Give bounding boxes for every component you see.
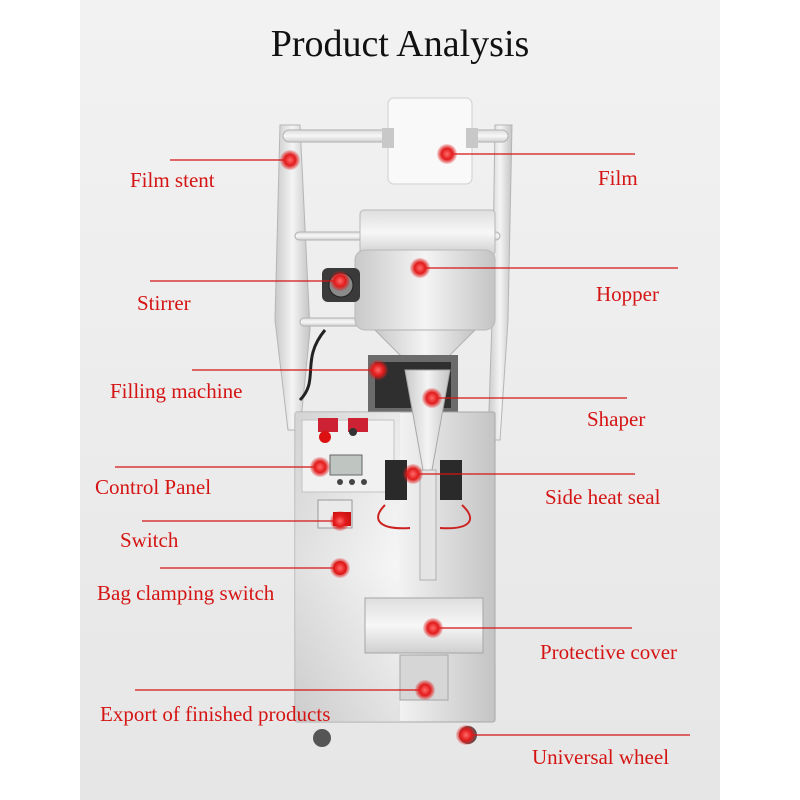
marker-bag-clamping-switch	[330, 558, 350, 578]
marker-dots	[280, 144, 476, 745]
marker-hopper	[410, 258, 430, 278]
label-protective-cover: Protective cover	[540, 640, 678, 664]
page-title: Product Analysis	[270, 23, 530, 65]
hopper-body	[354, 209, 496, 366]
label-stirrer: Stirrer	[137, 291, 191, 315]
label-shaper: Shaper	[587, 407, 646, 431]
label-bag-clamping-switch: Bag clamping switch	[97, 581, 275, 605]
leader-lines	[115, 153, 690, 736]
marker-protective-cover	[423, 618, 443, 638]
label-filling-machine: Filling machine	[110, 379, 243, 403]
marker-switch	[330, 511, 350, 531]
label-control-panel: Control Panel	[95, 475, 212, 499]
film-roll	[382, 97, 478, 185]
side-heat-seal-unit	[377, 460, 472, 530]
marker-export	[415, 680, 435, 700]
label-export: Export of finished products	[100, 702, 331, 726]
wheels	[313, 726, 477, 747]
label-film: Film	[598, 166, 638, 190]
marker-shaper	[422, 388, 442, 408]
marker-stirrer	[330, 271, 350, 291]
marker-filling-machine	[368, 360, 388, 380]
marker-film	[437, 144, 457, 164]
control-panel-box	[301, 418, 395, 493]
marker-film-stent	[280, 150, 300, 170]
label-hopper: Hopper	[596, 282, 659, 306]
marker-control-panel	[310, 457, 330, 477]
label-film-stent: Film stent	[130, 168, 215, 192]
label-universal-wheel: Universal wheel	[532, 745, 670, 769]
marker-universal-wheel	[456, 725, 476, 745]
marker-side-heat-seal	[403, 464, 423, 484]
label-switch: Switch	[120, 528, 179, 552]
label-side-heat-seal: Side heat seal	[545, 485, 661, 509]
